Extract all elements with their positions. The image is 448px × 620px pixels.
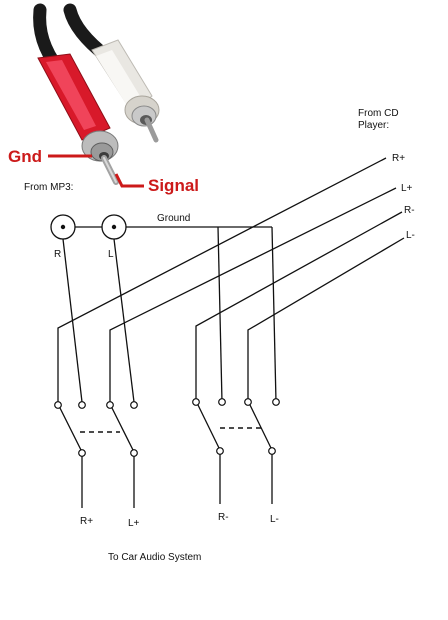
signal-callout-label: Signal [148, 176, 199, 195]
output-label-l-plus: L+ [128, 518, 140, 529]
switch-blade-r-plus [59, 407, 82, 451]
switch-common-l-minus [268, 447, 276, 455]
cd-r-minus-wire [195, 211, 403, 402]
switch-blade-l-plus [111, 407, 134, 451]
cd-l-plus-wire [109, 187, 397, 402]
switch-blade-l-minus [249, 404, 272, 449]
switch-contact-r-plus-mp3 [78, 401, 86, 409]
switch-contact-l-plus-cd [106, 401, 114, 409]
rca-connector-photo: Gnd Signal [8, 3, 199, 195]
switch-contact-l-plus-mp3 [130, 401, 138, 409]
cd-l-minus-wire [247, 237, 405, 402]
signal-callout-line [114, 173, 144, 188]
output-label-l-minus: L- [270, 514, 279, 525]
switch-negative [192, 398, 280, 455]
cd-source-label-line1: From CD [358, 108, 399, 119]
switch-contact-r-minus-cd [192, 398, 200, 406]
switch-contact-r-minus-mp3 [218, 398, 226, 406]
cd-wire-label-r-plus: R+ [392, 153, 405, 164]
switch-common-r-plus [78, 449, 86, 457]
cd-wire-label-l-minus: L- [406, 230, 415, 241]
mp3-jack-left-label: L [108, 249, 114, 260]
white-rca-plug [91, 39, 160, 143]
switch-contact-r-plus-cd [54, 401, 62, 409]
mp3-jack-right [50, 214, 76, 240]
switch-contact-l-minus-mp3 [272, 398, 280, 406]
switch-common-l-plus [130, 449, 138, 457]
mp3-jack-right-label: R [54, 249, 61, 260]
mp3-left-signal-wire [113, 238, 135, 403]
switch-common-r-minus [216, 447, 224, 455]
cd-wire-label-l-plus: L+ [401, 183, 413, 194]
ground-drop-r-minus [217, 226, 223, 403]
switch-positive [54, 401, 138, 457]
cd-wire-label-r-minus: R- [404, 205, 415, 216]
cd-source-label-line2: Player: [358, 120, 389, 131]
mp3-jack-left [101, 214, 127, 240]
gnd-callout-label: Gnd [8, 147, 42, 166]
output-label-r-plus: R+ [80, 516, 93, 527]
output-caption: To Car Audio System [108, 552, 201, 563]
switch-contact-l-minus-cd [244, 398, 252, 406]
mp3-source-label: From MP3: [24, 182, 73, 193]
switch-blade-r-minus [197, 404, 220, 449]
red-rca-plug [37, 53, 119, 185]
output-label-r-minus: R- [218, 512, 229, 523]
cd-r-plus-wire [57, 157, 387, 402]
ground-label: Ground [157, 213, 190, 224]
